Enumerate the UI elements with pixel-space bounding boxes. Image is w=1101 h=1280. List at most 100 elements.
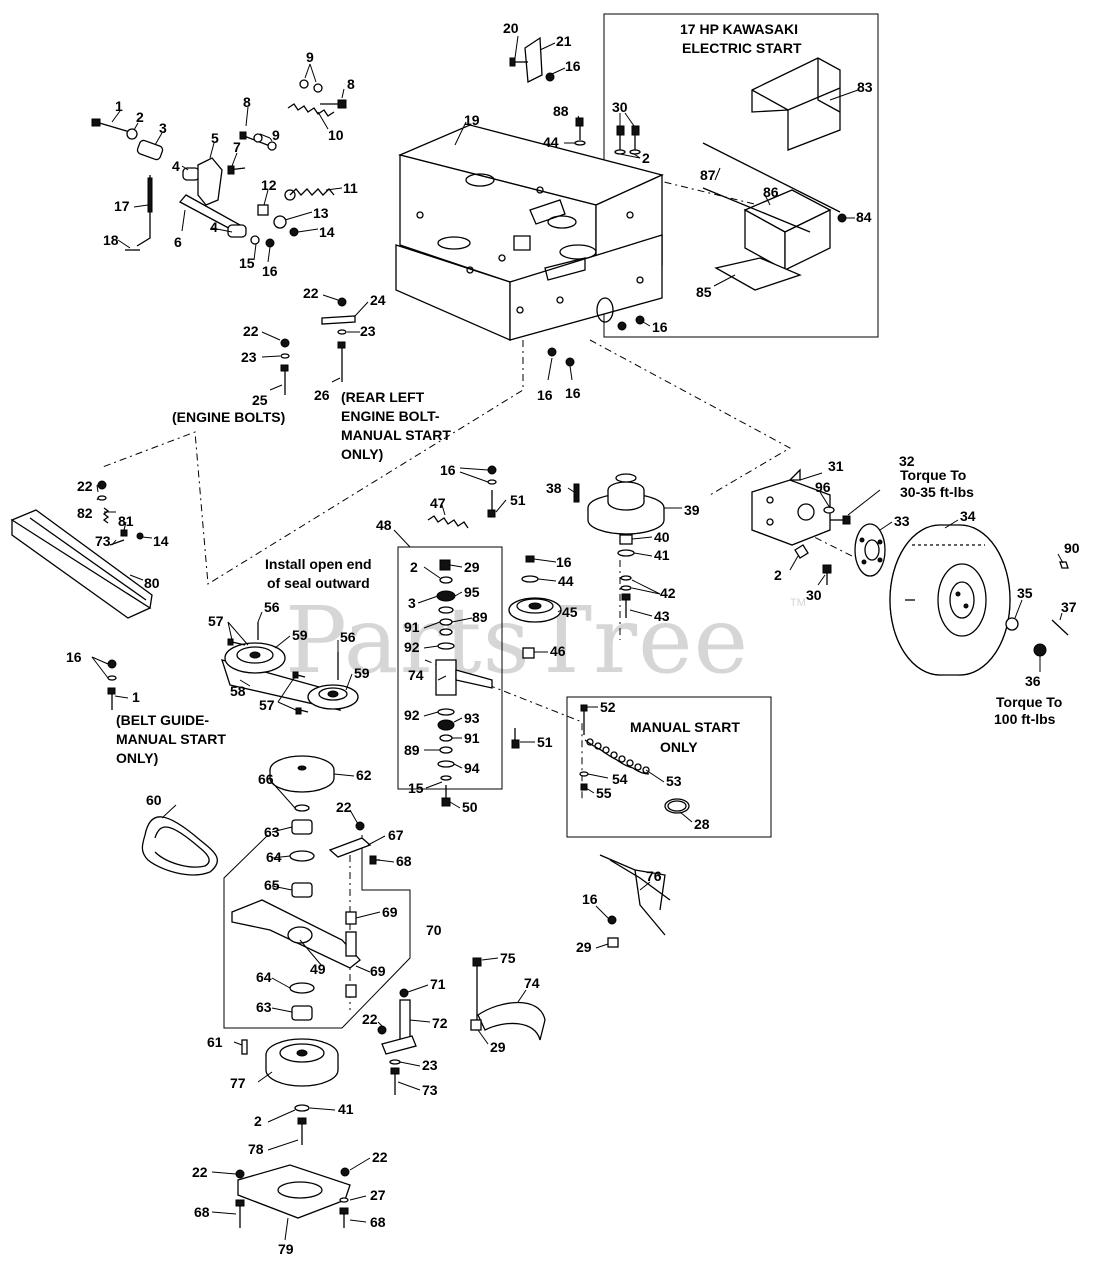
- callout-40: 40: [654, 529, 670, 545]
- callout-56: 56: [264, 599, 280, 615]
- watermark-tm: TM: [790, 597, 806, 609]
- callout-32: 32: [899, 453, 915, 469]
- idler-arm-parts: [231, 819, 380, 1021]
- bracket-21: [509, 36, 586, 367]
- callout-12: 12: [261, 177, 277, 193]
- callout-16: 16: [556, 554, 572, 570]
- callout-76: 76: [646, 868, 662, 884]
- callout-16: 16: [440, 462, 456, 478]
- callout-30: 30: [612, 99, 628, 115]
- callout-68: 68: [370, 1214, 386, 1230]
- callout-16: 16: [565, 385, 581, 401]
- kawasaki-subtitle: ELECTRIC START: [682, 40, 802, 56]
- callout-22: 22: [372, 1149, 388, 1165]
- callout-64: 64: [256, 969, 272, 985]
- callout-25: 25: [252, 392, 268, 408]
- callout-16: 16: [565, 58, 581, 74]
- manual-start-subtitle: ONLY: [660, 739, 698, 755]
- callout-57: 57: [259, 697, 275, 713]
- callout-59: 59: [354, 665, 370, 681]
- callout-87: 87: [700, 167, 716, 183]
- callout-75: 75: [500, 950, 516, 966]
- leader-lines: [91, 35, 1064, 1241]
- callout-94: 94: [464, 760, 480, 776]
- callout-18: 18: [103, 232, 119, 248]
- callout-53: 53: [666, 773, 682, 789]
- callout-36: 36: [1025, 673, 1041, 689]
- callout-44: 44: [558, 573, 574, 589]
- callout-56: 56: [340, 629, 356, 645]
- lower-idler-bracket: [377, 988, 417, 1095]
- callout-10: 10: [328, 127, 344, 143]
- callout-27: 27: [370, 1187, 386, 1203]
- torque-hub-note-2: 30-35 ft-lbs: [900, 484, 974, 500]
- callout-2: 2: [136, 109, 144, 125]
- callout-52: 52: [600, 699, 616, 715]
- install-seal-note-2: of seal outward: [267, 575, 370, 591]
- callout-60: 60: [146, 792, 162, 808]
- install-seal-note-1: Install open end: [265, 556, 372, 572]
- rear-left-note-1: (REAR LEFT: [341, 389, 425, 405]
- callout-29: 29: [576, 939, 592, 955]
- rear-left-note-3: MANUAL START: [341, 427, 451, 443]
- callout-44: 44: [543, 134, 559, 150]
- callout-35: 35: [1017, 585, 1033, 601]
- callout-54: 54: [612, 771, 628, 787]
- callout-58: 58: [230, 683, 246, 699]
- battery-tray: [702, 142, 841, 291]
- callout-55: 55: [596, 785, 612, 801]
- strap-74: [470, 957, 546, 1041]
- callout-73: 73: [95, 533, 111, 549]
- callout-2: 2: [642, 150, 650, 166]
- callout-69: 69: [370, 963, 386, 979]
- callout-89: 89: [472, 609, 488, 625]
- callout-82: 82: [77, 505, 93, 521]
- callout-14: 14: [153, 533, 169, 549]
- callout-89: 89: [404, 742, 420, 758]
- callout-93: 93: [464, 710, 480, 726]
- callout-17: 17: [114, 198, 130, 214]
- pulley-77: [241, 1038, 339, 1145]
- double-pulley: [221, 622, 359, 715]
- callout-91: 91: [464, 730, 480, 746]
- callout-70: 70: [426, 922, 442, 938]
- callout-91: 91: [404, 619, 420, 635]
- callout-77: 77: [230, 1075, 246, 1091]
- connector-line-front: [99, 340, 524, 585]
- belt-guide-bolt: [107, 659, 117, 710]
- callout-61: 61: [207, 1034, 223, 1050]
- callout-86: 86: [763, 184, 779, 200]
- callout-45: 45: [562, 604, 578, 620]
- notes: 17 HP KAWASAKI ELECTRIC START (ENGINE BO…: [116, 21, 1062, 766]
- spindle-assembly-box: [397, 546, 503, 790]
- kawasaki-title: 17 HP KAWASAKI: [680, 21, 798, 37]
- callout-8: 8: [243, 94, 251, 110]
- engine-mount-frame: [395, 124, 664, 341]
- heat-shield: [751, 57, 841, 151]
- callout-71: 71: [430, 976, 446, 992]
- callout-96: 96: [815, 479, 831, 495]
- callout-4: 4: [172, 158, 180, 174]
- callout-84: 84: [856, 209, 872, 225]
- callout-41: 41: [654, 547, 670, 563]
- callout-22: 22: [362, 1011, 378, 1027]
- callout-81: 81: [118, 513, 134, 529]
- callout-4: 4: [210, 219, 218, 235]
- callout-79: 79: [278, 1241, 294, 1257]
- rear-left-note-2: ENGINE BOLT-: [341, 408, 440, 424]
- engine-bolts: [280, 297, 356, 395]
- callout-22: 22: [243, 323, 259, 339]
- idler-pulley-45: [508, 555, 562, 659]
- callout-59: 59: [292, 627, 308, 643]
- callout-29: 29: [490, 1039, 506, 1055]
- callout-48: 48: [376, 517, 392, 533]
- callout-31: 31: [828, 458, 844, 474]
- callout-8: 8: [347, 76, 355, 92]
- callout-64: 64: [266, 849, 282, 865]
- callout-49: 49: [310, 961, 326, 977]
- callout-41: 41: [338, 1101, 354, 1117]
- callout-51: 51: [510, 492, 526, 508]
- callout-23: 23: [241, 349, 257, 365]
- callout-16: 16: [66, 649, 82, 665]
- callout-9: 9: [306, 49, 314, 65]
